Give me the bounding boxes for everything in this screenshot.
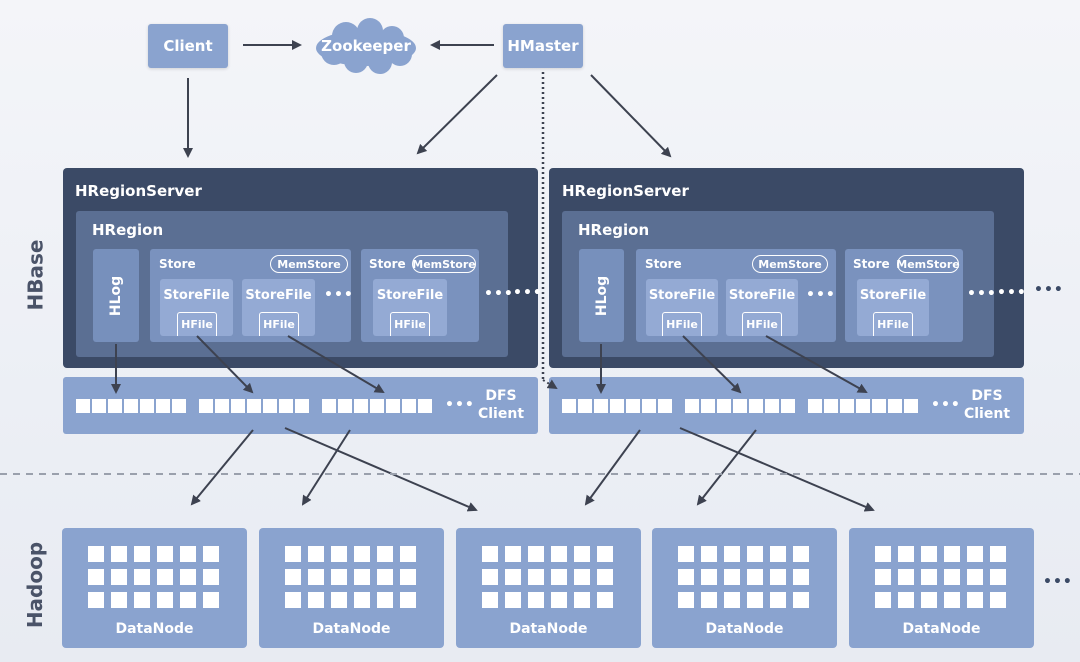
store-label: Store xyxy=(159,257,196,271)
arrow-hfile-dfs2b xyxy=(765,335,868,393)
store: Store MemStore StoreFile HFile StoreFile… xyxy=(150,249,354,342)
more-regions-icon: ••• xyxy=(997,285,1027,301)
hfile: HFile xyxy=(742,312,782,336)
zookeeper-cloud: Zookeeper xyxy=(308,16,424,76)
more-regions-icon: ••• xyxy=(513,285,543,301)
storefile: StoreFile HFile xyxy=(373,279,447,336)
arrow-hmaster-server1 xyxy=(416,74,498,155)
more-servers-icon: ••• xyxy=(1034,282,1064,298)
storefile-label: StoreFile xyxy=(648,288,716,303)
storefile-label: StoreFile xyxy=(245,288,312,303)
dfs-client-label: DFS Client xyxy=(477,388,525,422)
storefile: StoreFile HFile xyxy=(160,279,233,336)
arrow-hmaster-server2 xyxy=(590,74,672,158)
more-storefiles-icon: ••• xyxy=(806,287,836,303)
arrow-dfs1-dn3 xyxy=(284,427,478,512)
block-grid xyxy=(285,546,416,608)
storefile: StoreFile HFile xyxy=(646,279,718,336)
more-storefiles-icon: ••• xyxy=(324,287,354,303)
arrow-dfs1-dn2 xyxy=(301,429,351,506)
hmaster-dotted-connector xyxy=(542,379,558,390)
arrow-hfile-dfs2a xyxy=(682,335,742,394)
hfile: HFile xyxy=(259,312,299,336)
arrow-dfs1-dn1 xyxy=(190,429,254,506)
dfs-client-1: ••• DFS Client xyxy=(63,377,538,434)
block-group xyxy=(685,399,795,413)
store: Store MemStore StoreFile HFile xyxy=(845,249,963,342)
datanode: DataNode xyxy=(62,528,247,648)
client-box: Client xyxy=(148,24,228,68)
datanode-label: DataNode xyxy=(705,621,784,637)
store-label: Store xyxy=(369,257,406,271)
block-group xyxy=(76,399,186,413)
storefile: StoreFile HFile xyxy=(726,279,798,336)
region-server-title: HRegionServer xyxy=(562,182,689,200)
arrow-dfs2-dn4 xyxy=(696,429,757,506)
storefile-label: StoreFile xyxy=(728,288,796,303)
cloud-icon xyxy=(316,18,416,74)
hfile: HFile xyxy=(177,312,217,336)
storefile-label: StoreFile xyxy=(163,288,230,303)
datanode-label: DataNode xyxy=(509,621,588,637)
hregion: HRegion HLog Store MemStore StoreFile HF… xyxy=(76,211,513,357)
store-label: Store xyxy=(645,257,682,271)
more-stores-icon: ••• xyxy=(484,286,514,302)
hregion-title: HRegion xyxy=(92,221,164,239)
storefile: StoreFile HFile xyxy=(242,279,315,336)
more-stores-icon: ••• xyxy=(967,286,997,302)
more-blocks-icon: ••• xyxy=(445,397,475,413)
datanode: DataNode xyxy=(259,528,444,648)
arrow-dfs2-dn5 xyxy=(679,427,875,512)
hregion-title: HRegion xyxy=(578,221,650,239)
storefile-label: StoreFile xyxy=(859,288,927,303)
block-grid xyxy=(88,546,219,608)
region-server-1: HRegionServer HRegion HLog Store MemStor… xyxy=(63,168,542,368)
more-blocks-icon: ••• xyxy=(931,397,961,413)
block-grid xyxy=(678,546,809,608)
dfs-client-label: DFS Client xyxy=(963,388,1011,422)
store: Store MemStore StoreFile HFile xyxy=(361,249,479,342)
storefile: StoreFile HFile xyxy=(857,279,929,336)
region-server-title: HRegionServer xyxy=(75,182,202,200)
hmaster-box: HMaster xyxy=(503,24,583,68)
hlog: HLog xyxy=(579,249,624,342)
block-group xyxy=(562,399,672,413)
arrow-hfile-dfs1b xyxy=(287,335,385,394)
zookeeper-label: Zookeeper xyxy=(321,37,411,55)
memstore: MemStore xyxy=(896,255,960,273)
block-group xyxy=(322,399,432,413)
datanode-label: DataNode xyxy=(312,621,391,637)
block-grid xyxy=(482,546,613,608)
datanode-label: DataNode xyxy=(902,621,981,637)
datanode-label: DataNode xyxy=(115,621,194,637)
memstore: MemStore xyxy=(270,255,348,273)
dfs-client-2: ••• DFS Client xyxy=(549,377,1024,434)
datanode: DataNode xyxy=(652,528,837,648)
block-group xyxy=(808,399,918,413)
region-server-2: HRegionServer HRegion HLog Store MemStor… xyxy=(549,168,1027,368)
more-datanodes-icon: ••• xyxy=(1043,574,1073,590)
datanode: DataNode xyxy=(849,528,1034,648)
arrow-dfs2-dn3 xyxy=(584,429,641,506)
arrow-hfile-dfs1a xyxy=(196,335,254,394)
hregion: HRegion HLog Store MemStore StoreFile HF… xyxy=(562,211,997,357)
hlog: HLog xyxy=(93,249,139,342)
store: Store MemStore StoreFile HFile StoreFile… xyxy=(636,249,836,342)
memstore: MemStore xyxy=(752,255,828,273)
hfile: HFile xyxy=(390,312,430,336)
memstore: MemStore xyxy=(412,255,476,273)
block-grid xyxy=(875,546,1006,608)
storefile-label: StoreFile xyxy=(376,288,444,303)
block-group xyxy=(199,399,309,413)
datanode: DataNode xyxy=(456,528,641,648)
hfile: HFile xyxy=(873,312,913,336)
store-label: Store xyxy=(853,257,890,271)
hfile: HFile xyxy=(662,312,702,336)
